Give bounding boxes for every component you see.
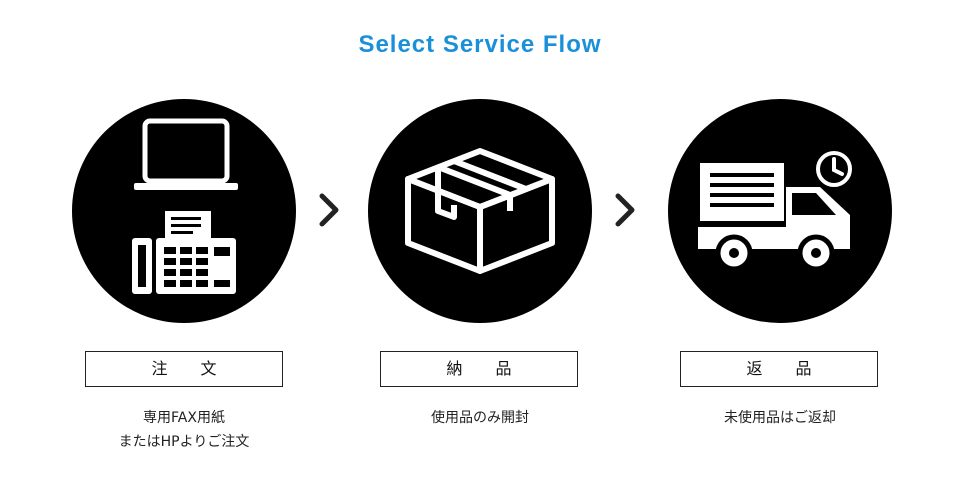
step-label-order: 注 文	[85, 351, 283, 387]
chevron-right-icon	[319, 193, 339, 227]
truck-icon	[698, 163, 850, 272]
fax-icon	[132, 211, 236, 294]
desc-line: 使用品のみ開封	[431, 410, 529, 426]
desc-line: またはHPよりご注文	[118, 434, 250, 450]
desc-line: 専用FAX用紙	[143, 410, 225, 426]
page-title: Select Service Flow	[358, 31, 602, 58]
step-return-circle	[668, 99, 892, 323]
laptop-icon	[134, 118, 238, 190]
step-desc-return: 未使用品はご返却	[650, 406, 910, 430]
step-order-circle	[72, 99, 296, 323]
chevron-right-icon	[615, 193, 635, 227]
step-label-delivery: 納 品	[380, 351, 578, 387]
desc-line: 未使用品はご返却	[724, 410, 836, 426]
step-label-return: 返 品	[680, 351, 878, 387]
step-delivery-circle	[368, 99, 592, 323]
clock-icon	[812, 147, 856, 191]
step-desc-delivery: 使用品のみ開封	[350, 406, 610, 430]
step-desc-order: 専用FAX用紙 またはHPよりご注文	[54, 406, 314, 454]
box-icon	[405, 148, 555, 274]
